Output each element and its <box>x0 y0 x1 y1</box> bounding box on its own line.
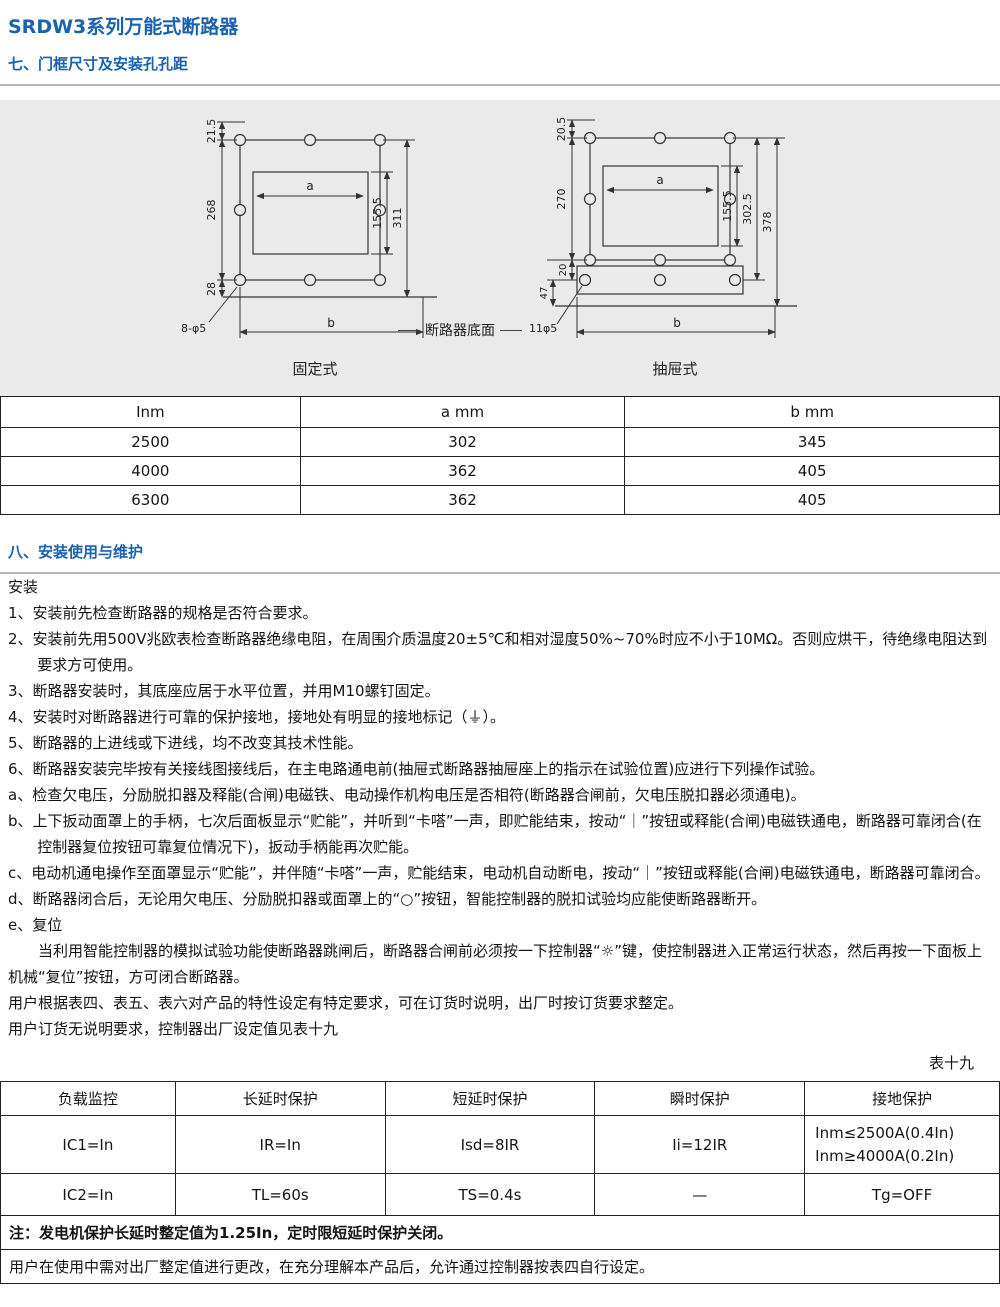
install-subheading: 安装 <box>8 578 39 596</box>
ground-protection-cell: Inm≤2500A(0.4In) Inm≥4000A(0.2In) <box>804 1115 1000 1174</box>
closing-paragraph-1: 用户根据表四、表五、表六对产品的特性设定有特定要求，可在订货时说明，出厂时按订货… <box>8 994 684 1012</box>
install-step-6: 6、断路器安装完毕按有关接线图接线后，在主电路通电前(抽屉式断路器抽屉座上的指示… <box>8 760 825 778</box>
reset-detail: 当利用智能控制器的模拟试验功能使断路器跳闸后，断路器合闸前必须按一下控制器“☼”… <box>8 942 982 986</box>
dimension-lines <box>549 119 781 336</box>
mounting-holes <box>233 133 387 287</box>
dim-label-b: b <box>327 316 335 330</box>
dim-label-47: 47 <box>539 287 550 300</box>
dim-label-28: 28 <box>205 282 218 296</box>
dim-label-a: a <box>656 173 663 187</box>
value-cell: 345 <box>624 427 1000 457</box>
extension-lines <box>208 121 424 338</box>
factory-setting-table: 负载监控 长延时保护 短延时保护 瞬时保护 接地保护 IC1=In IR=In … <box>0 1081 1000 1216</box>
header-cell-instant: 瞬时保护 <box>594 1081 806 1116</box>
install-step-3: 3、断路器安装时，其底座应居于水平位置，并用M10螺钉固定。 <box>8 682 440 700</box>
header-cell-short-delay: 短延时保护 <box>384 1081 596 1116</box>
value-cell: 362 <box>299 456 626 486</box>
fixed-type-figure: 21.5 268 28 a 155.5 311 8-φ5 b 固定式 <box>175 110 455 396</box>
value-cell: 405 <box>624 456 1000 486</box>
dimension-table-header-row: Inm a mm b mm <box>0 396 1000 428</box>
breaker-bottom-face-label: 断路器底面 <box>398 320 522 340</box>
test-item-e: e、复位 <box>8 916 63 934</box>
install-step-5: 5、断路器的上进线或下进线，均不改变其技术性能。 <box>8 734 363 752</box>
dim-label-155-5: 155.5 <box>721 190 734 222</box>
extension-lines <box>547 119 785 338</box>
dim-label-378: 378 <box>761 212 774 233</box>
dimension-labels: 20.5 270 20 47 a 155.5 302.5 378 11φ5 b <box>529 117 774 335</box>
holes-label-8-phi5: 8-φ5 <box>181 322 206 335</box>
value-cell: Tg=OFF <box>804 1173 1000 1216</box>
section7-heading: 七、门框尺寸及安装孔孔距 <box>8 55 189 73</box>
header-cell-long-delay: 长延时保护 <box>174 1081 386 1116</box>
install-step-2: 2、安装前先用500V兆欧表检查断路器绝缘电阻，在周围介质温度20±5℃和相对湿… <box>8 630 988 674</box>
dimension-labels: 21.5 268 28 a 155.5 311 8-φ5 b <box>181 119 404 335</box>
section8-heading-wrap: 八、安装使用与维护 <box>0 529 1000 574</box>
table-row: IC1=In IR=In Isd=8IR Ii=12IR Inm≤2500A(0… <box>0 1115 1000 1174</box>
drawer-type-figure: 20.5 270 20 47 a 155.5 302.5 378 11φ5 b … <box>525 110 825 396</box>
ground-line-1: Inm≤2500A(0.4In) <box>815 1123 955 1142</box>
value-cell: — <box>594 1173 806 1216</box>
dim-label-20-5: 20.5 <box>555 117 568 142</box>
table-row: 2500 302 345 <box>0 427 1000 457</box>
dim-label-b: b <box>673 316 681 330</box>
value-cell: 2500 <box>0 427 301 457</box>
install-step-4: 4、安装时对断路器进行可靠的保护接地，接地处有明显的接地标记（⏚）。 <box>8 708 506 726</box>
value-cell: TL=60s <box>174 1173 386 1216</box>
test-item-b: b、上下扳动面罩上的手柄，七次后面板显示“贮能”，并听到“卡嗒”一声，即贮能结束… <box>8 812 982 856</box>
header-cell-ground: 接地保护 <box>804 1081 1000 1116</box>
holes-label-11-phi5: 11φ5 <box>529 322 557 335</box>
dim-label-a: a <box>306 179 313 193</box>
dimension-lines <box>218 121 424 336</box>
section8-heading: 八、安装使用与维护 <box>8 543 144 561</box>
value-cell: Isd=8IR <box>384 1115 596 1174</box>
value-cell: TS=0.4s <box>384 1173 596 1216</box>
drawer-type-caption: 抽屉式 <box>652 360 698 378</box>
page-title: SRDW3系列万能式断路器 <box>8 16 239 38</box>
table19-footer: 用户在使用中需对出厂整定值进行更改，在充分理解本产品后，允许通过控制器按表四自行… <box>0 1250 1000 1284</box>
table-row: 4000 362 405 <box>0 456 1000 486</box>
header-cell-load: 负载监控 <box>0 1081 176 1116</box>
value-cell: Ii=12IR <box>594 1115 806 1174</box>
install-step-1: 1、安装前先检查断路器的规格是否符合要求。 <box>8 604 318 622</box>
dim-label-268: 268 <box>205 200 218 221</box>
fixed-type-drawing: 21.5 268 28 a 155.5 311 8-φ5 b <box>181 119 437 338</box>
value-cell: 6300 <box>0 485 301 515</box>
closing-paragraph-2: 用户订货无说明要求，控制器出厂设定值见表十九 <box>8 1020 339 1038</box>
dim-label-155-5: 155.5 <box>371 197 384 229</box>
value-cell: 302 <box>299 427 626 457</box>
dim-label-20: 20 <box>558 264 569 277</box>
dim-label-311: 311 <box>391 208 404 229</box>
test-item-a: a、检查欠电压，分励脱扣器及释能(合闸)电磁铁、电动操作机构电压是否相符(断路器… <box>8 786 806 804</box>
fixed-outline <box>223 139 437 298</box>
table-row: 6300 362 405 <box>0 485 1000 515</box>
drawing-panel: 21.5 268 28 a 155.5 311 8-φ5 b 固定式 <box>0 100 1000 396</box>
table-row: IC2=In TL=60s TS=0.4s — Tg=OFF <box>0 1173 1000 1216</box>
installation-text: 安装 1、安装前先检查断路器的规格是否符合要求。 2、安装前先用500V兆欧表检… <box>0 574 1000 1042</box>
dim-label-270: 270 <box>555 189 568 210</box>
value-cell: IR=In <box>174 1115 386 1174</box>
mounting-holes <box>578 131 742 287</box>
table19-note: 注：发电机保护长延时整定值为1.25In，定时限短延时保护关闭。 <box>0 1216 1000 1250</box>
section7-heading-wrap: 七、门框尺寸及安装孔孔距 <box>0 41 1000 86</box>
dimension-table: Inm a mm b mm 2500 302 345 4000 362 405 … <box>0 396 1000 515</box>
value-cell: IC1=In <box>0 1115 176 1174</box>
header-cell-a: a mm <box>299 396 626 428</box>
value-cell: 4000 <box>0 456 301 486</box>
header-cell-b: b mm <box>624 396 1000 428</box>
table19-header-row: 负载监控 长延时保护 短延时保护 瞬时保护 接地保护 <box>0 1081 1000 1116</box>
test-item-c: c、电动机通电操作至面罩显示“贮能”，并伴随“卡嗒”一声，贮能结束，电动机自动断… <box>8 864 990 882</box>
drawer-type-drawing: 20.5 270 20 47 a 155.5 302.5 378 11φ5 b <box>529 117 797 338</box>
table19-label: 表十九 <box>928 1054 974 1072</box>
value-cell: 362 <box>299 485 626 515</box>
value-cell: IC2=In <box>0 1173 176 1216</box>
value-cell: 405 <box>624 485 1000 515</box>
header-cell-inm: Inm <box>0 396 301 428</box>
dim-label-21-5: 21.5 <box>205 119 218 144</box>
fixed-type-caption: 固定式 <box>292 360 338 378</box>
test-item-d: d、断路器闭合后，无论用欠电压、分励脱扣器或面罩上的“○”按钮，智能控制器的脱扣… <box>8 890 767 908</box>
dim-label-302-5: 302.5 <box>741 193 754 225</box>
ground-line-2: Inm≥4000A(0.2In) <box>815 1146 955 1165</box>
